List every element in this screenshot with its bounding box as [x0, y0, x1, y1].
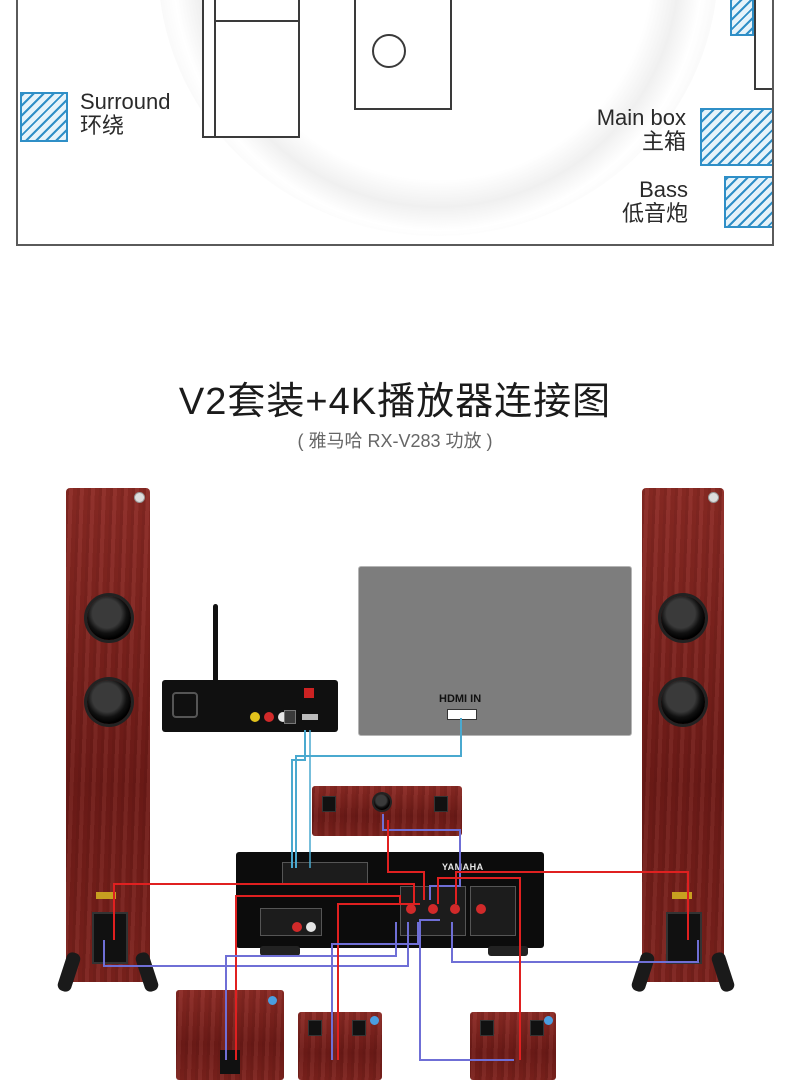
- surround-label-en: Surround: [80, 89, 171, 114]
- receiver-jack-red: [292, 922, 302, 932]
- surround-speaker-left: [298, 1012, 382, 1080]
- right-tower-speaker: [642, 488, 724, 982]
- subwoofer: [176, 990, 284, 1080]
- surround-left-logo: [370, 1016, 379, 1025]
- main-box-label-en: Main box: [596, 105, 686, 130]
- subwoofer-logo: [268, 996, 277, 1005]
- bass-label-en: Bass: [639, 177, 688, 202]
- center-speaker: [312, 786, 462, 836]
- 4k-player: [162, 680, 338, 732]
- receiver-brand-label: YAMAHA: [442, 862, 484, 872]
- surround-label: Surround 环绕: [80, 90, 171, 138]
- receiver-terminal-red-1: [406, 904, 416, 914]
- diagram-title: V2套装+4K播放器连接图: [178, 381, 612, 423]
- receiver-foot-right: [488, 946, 528, 956]
- tv-hdmi-in-port: [447, 709, 477, 720]
- left-tower-speaker: [66, 488, 150, 982]
- left-tower-woofer-upper: [87, 596, 131, 640]
- right-tower-woofer-lower: [661, 680, 705, 724]
- receiver-foot-left: [260, 946, 300, 956]
- surround-right-jack-1: [480, 1020, 494, 1036]
- receiver-hdmi-block: [282, 862, 368, 884]
- bass-label-zh: 低音炮: [621, 201, 688, 226]
- player-hdmi-port: [302, 714, 318, 720]
- center-terminal: [374, 794, 390, 810]
- sofa-seat: [214, 0, 300, 22]
- player-antenna: [213, 604, 218, 686]
- surround-left-jack-1: [308, 1020, 322, 1036]
- surround-label-zh: 环绕: [80, 113, 125, 138]
- surround-speaker: [20, 92, 68, 142]
- surround-right-logo: [544, 1016, 553, 1025]
- right-tower-badge: [672, 892, 692, 899]
- bass-speaker: [724, 176, 772, 228]
- left-tower-terminal: [92, 912, 128, 964]
- receiver-jack-white: [306, 922, 316, 932]
- diagram-subtitle: ( 雅马哈 RX-V283 功放 ): [297, 431, 493, 451]
- left-tower-logo: [134, 492, 145, 503]
- surround-left-jack-2: [352, 1020, 366, 1036]
- left-tower-badge: [96, 892, 116, 899]
- right-tower-woofer-upper: [661, 596, 705, 640]
- tv-hdmi-in-label: HDMI IN: [439, 693, 482, 705]
- right-tower-terminal: [666, 912, 702, 964]
- player-lan-port: [284, 710, 296, 724]
- receiver-terminal-red-3: [450, 904, 460, 914]
- player-power-switch: [304, 688, 314, 698]
- surround-speaker-right: [470, 1012, 556, 1080]
- center-jack-left: [322, 796, 336, 812]
- subwoofer-port: [220, 1050, 240, 1074]
- room-layout-panel: Surround 环绕 Main box 主箱 Bass 低音炮: [16, 0, 774, 246]
- av-receiver: YAMAHA: [236, 852, 544, 948]
- surround-right-jack-2: [530, 1020, 544, 1036]
- receiver-terminal-red-2: [428, 904, 438, 914]
- top-right-speaker: [730, 0, 754, 36]
- sofa-armrest: [214, 20, 300, 138]
- receiver-terminal-red-4: [476, 904, 486, 914]
- tv-cabinet-edge: [754, 0, 772, 90]
- player-jack-white: [278, 712, 288, 722]
- center-jack-right: [434, 796, 448, 812]
- player-jack-red: [264, 712, 274, 722]
- tv-screen: HDMI IN: [358, 566, 632, 736]
- table-knob-icon: [372, 34, 406, 68]
- hdmi-cable-player: [291, 730, 306, 868]
- player-jack-yellow: [250, 712, 260, 722]
- main-box-label: Main box 主箱: [558, 106, 686, 154]
- bass-label: Bass 低音炮: [578, 178, 688, 226]
- right-tower-logo: [708, 492, 719, 503]
- left-tower-woofer-lower: [87, 680, 131, 724]
- main-box-label-zh: 主箱: [641, 129, 686, 154]
- main-box-speaker: [700, 108, 772, 166]
- player-fan-grille: [172, 692, 198, 718]
